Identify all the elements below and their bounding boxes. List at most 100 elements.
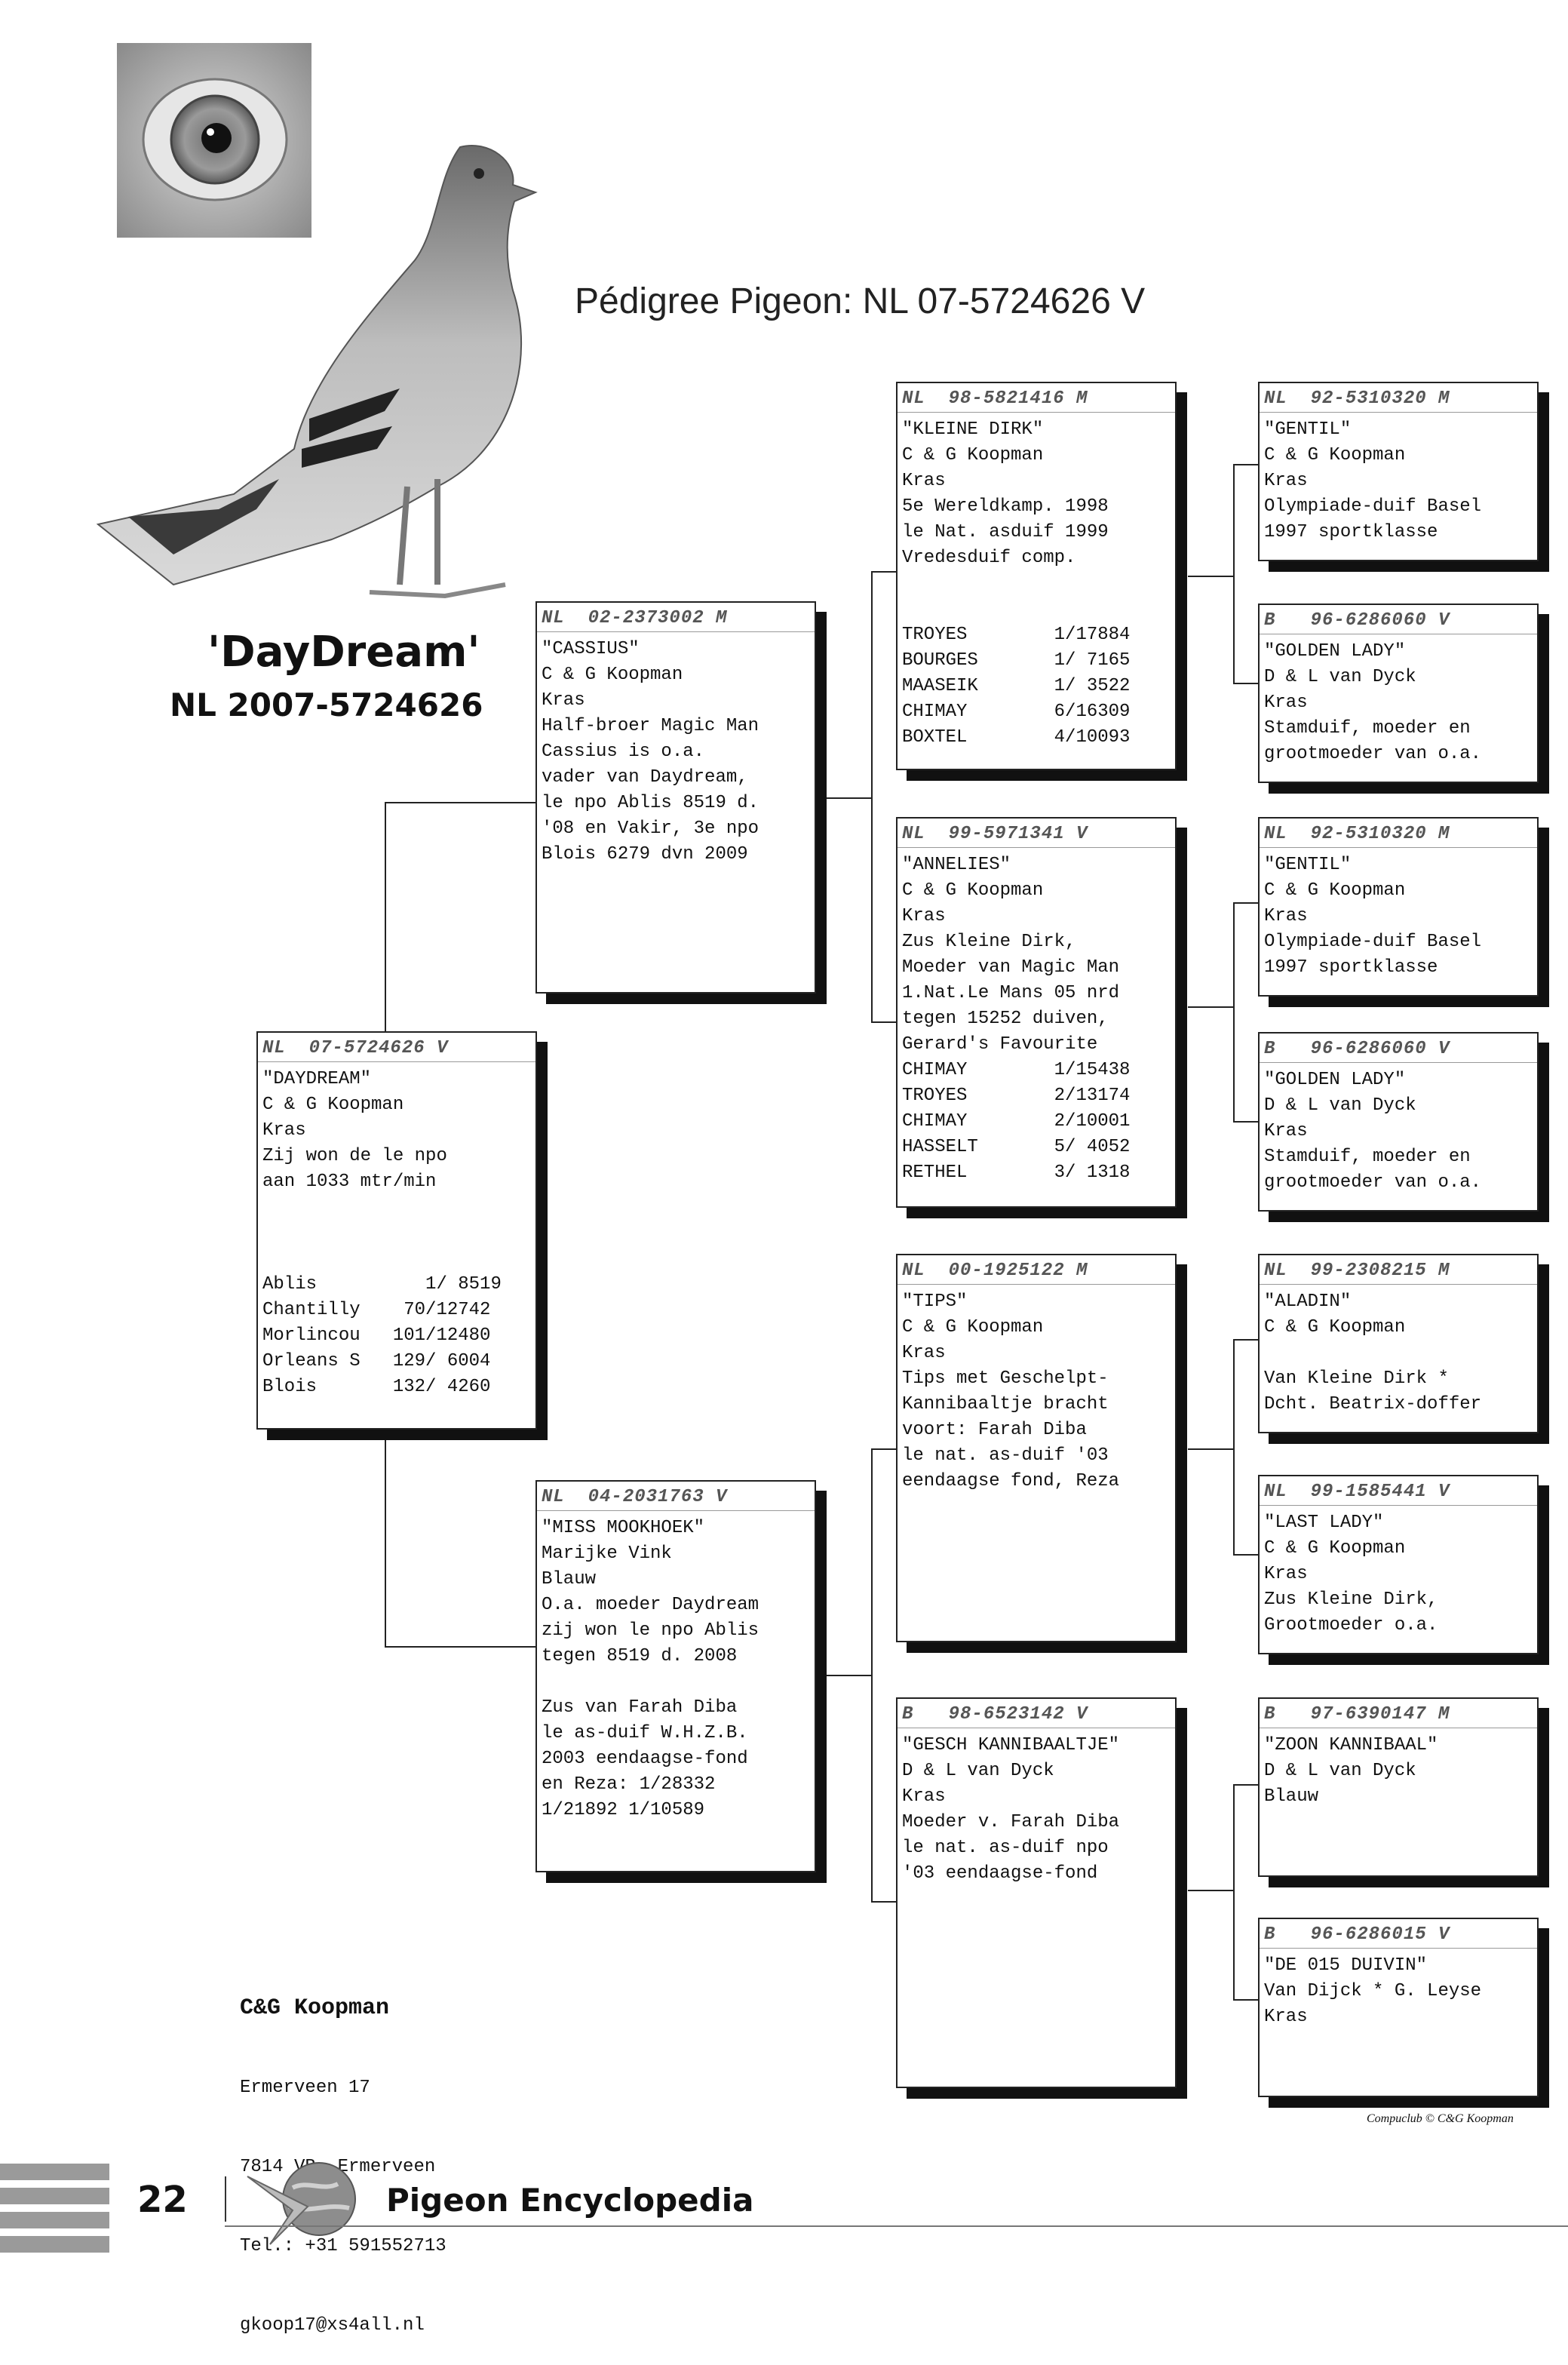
card-line: "ZOON KANNIBAAL" <box>1264 1735 1438 1755</box>
connector <box>826 1675 871 1676</box>
card-line: "MISS MOOKHOEK" <box>542 1518 705 1538</box>
card-line: eendaagse fond, Reza <box>902 1471 1120 1491</box>
card-line: Kras <box>542 690 585 711</box>
card-line: Moeder van Magic Man <box>902 957 1120 978</box>
bird-ring-id: NL 2007-5724626 <box>170 686 483 723</box>
card-line: CHIMAY 1/15438 <box>902 1060 1131 1080</box>
card-line: 1997 sportklasse <box>1264 522 1438 542</box>
card-line: Blois 6279 dvn 2009 <box>542 844 748 865</box>
globe-bird-logo-icon <box>240 2154 376 2259</box>
card-line <box>262 1221 531 1246</box>
card-line: "LAST LADY" <box>1264 1513 1384 1533</box>
connector <box>385 1646 535 1648</box>
card-ring-number: B 97-6390147 M <box>1260 1702 1537 1728</box>
credit-text: Compuclub © C&G Koopman <box>1367 2112 1514 2125</box>
card-line: voort: Farah Diba <box>902 1420 1087 1440</box>
card-line: C & G Koopman <box>902 1317 1044 1338</box>
card-line: Zus Kleine Dirk, <box>902 932 1076 952</box>
card-line: Kras <box>902 471 946 491</box>
card-line: Zus Kleine Dirk, <box>1264 1589 1438 1610</box>
card-ring-number: B 98-6523142 V <box>898 1702 1175 1728</box>
bird-name: 'DayDream' <box>207 628 480 677</box>
card-line: D & L van Dyck <box>902 1761 1054 1781</box>
card-line: Stamduif, moeder en <box>1264 1147 1471 1167</box>
card-line: "CASSIUS" <box>542 639 640 659</box>
card-line: CHIMAY 2/10001 <box>902 1111 1131 1132</box>
card-line: Olympiade-duif Basel <box>1264 932 1482 952</box>
connector <box>1233 1339 1235 1554</box>
contact-email[interactable]: gkoop17@xs4all.nl <box>240 2315 425 2336</box>
card-ring-number: NL 07-5724626 V <box>258 1036 535 1062</box>
card-line: Kras <box>902 1343 946 1363</box>
connector <box>1233 902 1235 1121</box>
connector <box>1233 1784 1260 1786</box>
card-line: Half-broer Magic Man <box>542 716 759 736</box>
card-line: '08 en Vakir, 3e npo <box>542 819 759 839</box>
card-line: "GOLDEN LADY" <box>1264 641 1406 662</box>
card-line: Ablis 1/ 8519 <box>262 1274 502 1295</box>
connector <box>871 1448 898 1450</box>
card-ring-number: NL 92-5310320 M <box>1260 822 1537 848</box>
pedigree-card-dds: B 97-6390147 M "ZOON KANNIBAAL" D & L van … <box>1258 1697 1539 1877</box>
card-line: le nat. as-duif '03 <box>902 1445 1109 1466</box>
card-line: C & G Koopman <box>902 445 1044 465</box>
connector <box>1233 1554 1260 1556</box>
page-title: Pédigree Pigeon: NL 07-5724626 V <box>575 281 1146 321</box>
card-line: D & L van Dyck <box>1264 1761 1416 1781</box>
connector <box>871 1021 898 1023</box>
connector <box>871 571 873 1021</box>
card-line: MAASEIK 1/ 3522 <box>902 676 1131 696</box>
card-line: "GOLDEN LADY" <box>1264 1070 1406 1090</box>
connector <box>1188 1890 1233 1891</box>
card-line: Blauw <box>542 1569 597 1589</box>
card-ring-number: NL 92-5310320 M <box>1260 386 1537 413</box>
card-line: "ANNELIES" <box>902 855 1011 875</box>
card-line: C & G Koopman <box>1264 1317 1406 1338</box>
card-line: Kras <box>902 906 946 926</box>
card-line: le npo Ablis 8519 d. <box>542 793 759 813</box>
card-line <box>1264 1341 1533 1366</box>
card-line: D & L van Dyck <box>1264 667 1416 687</box>
card-line: CHIMAY 6/16309 <box>902 702 1131 722</box>
card-line: en Reza: 1/28332 <box>542 1774 716 1795</box>
card-line: Marijke Vink <box>542 1543 672 1564</box>
card-line: Moeder v. Farah Diba <box>902 1812 1120 1832</box>
connector <box>1233 1999 1260 2001</box>
card-line: BOXTEL 4/10093 <box>902 727 1131 748</box>
card-line: Blauw <box>1264 1786 1319 1807</box>
card-line: 1997 sportklasse <box>1264 957 1438 978</box>
card-line: RETHEL 3/ 1318 <box>902 1163 1131 1183</box>
footer-divider <box>225 2176 226 2222</box>
pedigree-card-sdd: B 96-6286060 V"GOLDEN LADY"D & L van Dyc… <box>1258 1032 1539 1212</box>
card-line <box>262 1246 531 1272</box>
card-ring-number: NL 98-5821416 M <box>898 386 1175 413</box>
card-line: '03 eendaagse-fond <box>902 1863 1098 1884</box>
card-line: "GENTIL" <box>1264 419 1352 440</box>
card-line <box>902 597 1171 622</box>
card-line: Kras <box>1264 471 1308 491</box>
card-line: Olympiade-duif Basel <box>1264 496 1482 517</box>
connector <box>385 802 535 803</box>
page-number: 22 <box>137 2179 188 2221</box>
card-line: "DAYDREAM" <box>262 1069 372 1089</box>
card-line: Van Kleine Dirk * <box>1264 1368 1449 1389</box>
card-line: HASSELT 5/ 4052 <box>902 1137 1131 1157</box>
card-line: 5e Wereldkamp. 1998 <box>902 496 1109 517</box>
card-line: Gerard's Favourite <box>902 1034 1098 1055</box>
card-ring-number: NL 99-1585441 V <box>1260 1479 1537 1506</box>
card-line: le as-duif W.H.Z.B. <box>542 1723 748 1743</box>
card-line: C & G Koopman <box>1264 445 1406 465</box>
pigeon-illustration <box>83 132 551 615</box>
card-line: Zij won de le npo <box>262 1146 447 1166</box>
card-line: grootmoeder van o.a. <box>1264 744 1482 764</box>
connector <box>1188 1448 1233 1450</box>
card-line: Tips met Geschelpt- <box>902 1368 1109 1389</box>
pedigree-card-ssd: B 96-6286060 V"GOLDEN LADY"D & L van Dyc… <box>1258 604 1539 783</box>
card-line: Vredesduif comp. <box>902 548 1076 568</box>
